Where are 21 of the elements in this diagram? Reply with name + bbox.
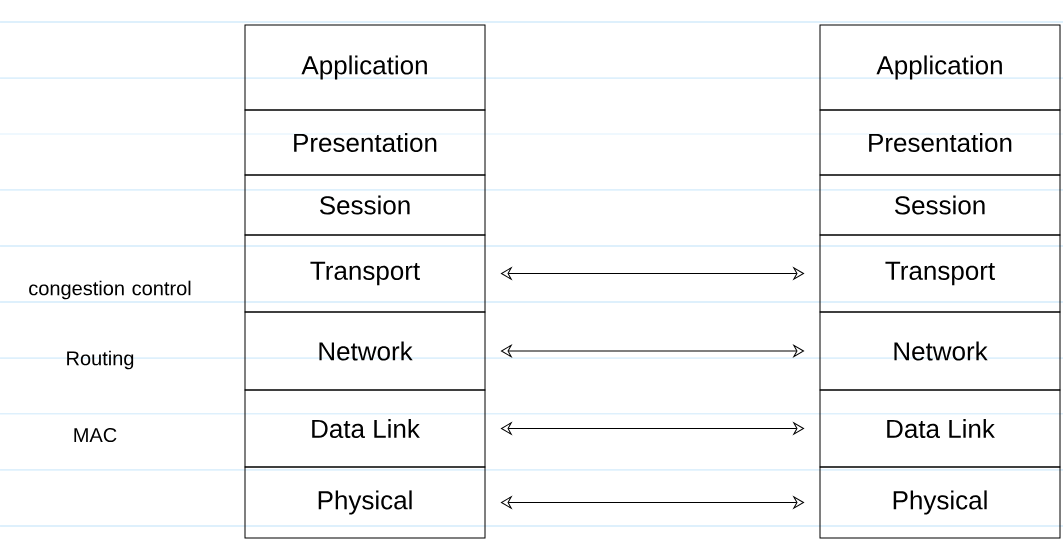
layer-box: Application xyxy=(244,24,486,111)
layer-box: Application xyxy=(819,24,1061,111)
layer-box: Physical xyxy=(819,466,1061,539)
layer-box: Transport xyxy=(819,234,1061,313)
side-note: MAC xyxy=(74,427,117,443)
layer-box: Network xyxy=(244,311,486,391)
layer-box: Session xyxy=(244,174,486,236)
layer-box: Network xyxy=(819,311,1061,391)
layer-box: Presentation xyxy=(819,109,1061,176)
side-note: Routing xyxy=(67,350,134,370)
layer-box: Presentation xyxy=(244,109,486,176)
double-arrow xyxy=(501,422,804,435)
layer-box: Transport xyxy=(244,234,486,313)
double-arrow xyxy=(501,344,804,358)
layer-box: Session xyxy=(819,174,1061,236)
double-arrow xyxy=(501,267,804,280)
layer-box: Physical xyxy=(244,466,486,539)
double-arrow xyxy=(501,496,804,509)
side-note: congestion control xyxy=(29,280,191,300)
layer-box: Data Link xyxy=(819,389,1061,468)
layer-box: Data Link xyxy=(244,389,486,468)
